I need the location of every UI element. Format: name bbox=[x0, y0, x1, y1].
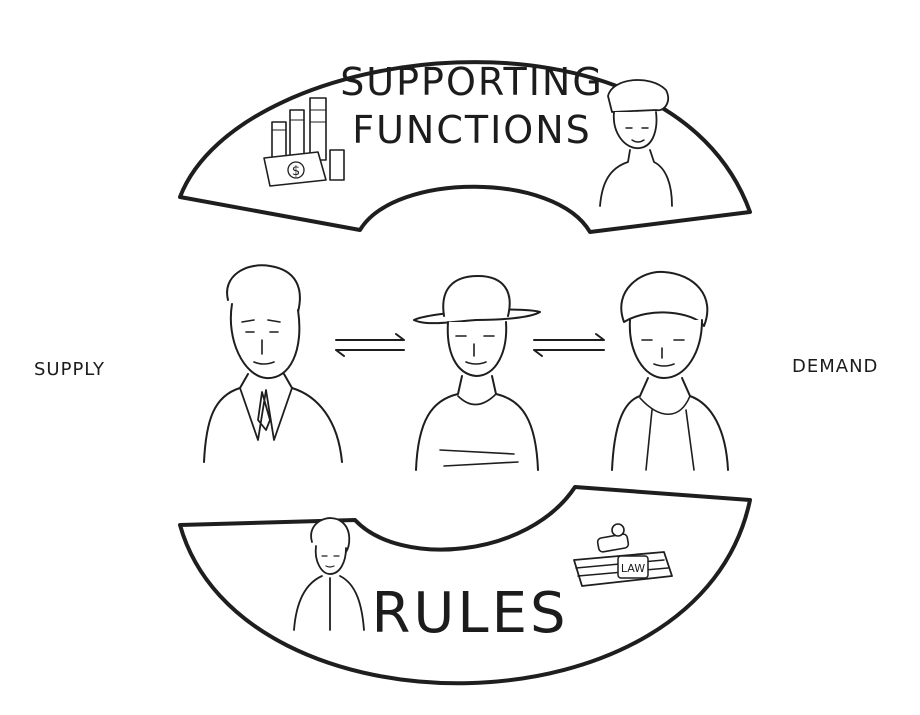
money-stack-icon: $ bbox=[263, 97, 345, 187]
farmer-icon bbox=[413, 275, 541, 471]
official-icon bbox=[293, 517, 365, 631]
rules-section: RULES LAW bbox=[178, 485, 752, 686]
exchange-arrows-right bbox=[533, 333, 605, 357]
supporting-label: SUPPORTING bbox=[340, 60, 604, 104]
businessman-icon bbox=[203, 264, 343, 463]
rules-label: RULES bbox=[371, 581, 568, 646]
functions-label: FUNCTIONS bbox=[352, 108, 592, 152]
supply-label: SUPPLY bbox=[34, 359, 105, 380]
dollar-sign: $ bbox=[292, 164, 300, 179]
supporting-functions-section: SUPPORTING FUNCTIONS $ bbox=[178, 60, 752, 234]
woman-consumer-icon bbox=[611, 270, 729, 471]
woman-icon bbox=[599, 79, 673, 207]
law-book-gavel-icon: LAW bbox=[573, 523, 673, 587]
demand-label: DEMAND bbox=[792, 356, 878, 377]
exchange-arrows-left bbox=[335, 333, 405, 357]
law-label: LAW bbox=[621, 562, 645, 575]
